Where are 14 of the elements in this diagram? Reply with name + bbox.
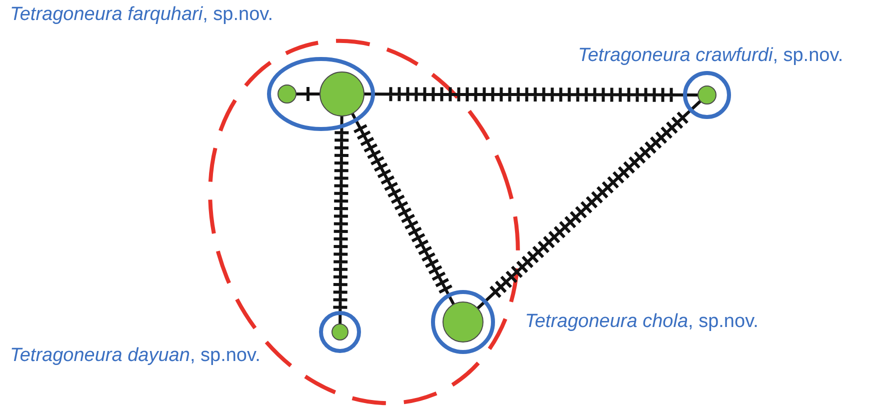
network-link	[294, 86, 322, 102]
network-link	[362, 86, 700, 104]
network-link	[332, 114, 350, 326]
haplotype-circle	[442, 301, 484, 343]
species-label: Tetragoneura dayuan, sp.nov.	[10, 345, 260, 367]
haplotype-circle	[277, 84, 297, 104]
haplotype-circle	[331, 323, 349, 341]
species-label: Tetragoneura farquhari, sp.nov.	[10, 4, 274, 26]
haplotype-circle	[319, 71, 365, 117]
haplotype-circle	[697, 85, 717, 105]
network-link	[350, 112, 456, 306]
species-label: Tetragoneura chola, sp.nov.	[525, 311, 758, 333]
network-link	[476, 100, 702, 310]
species-label: Tetragoneura crawfurdi, sp.nov.	[578, 45, 844, 67]
